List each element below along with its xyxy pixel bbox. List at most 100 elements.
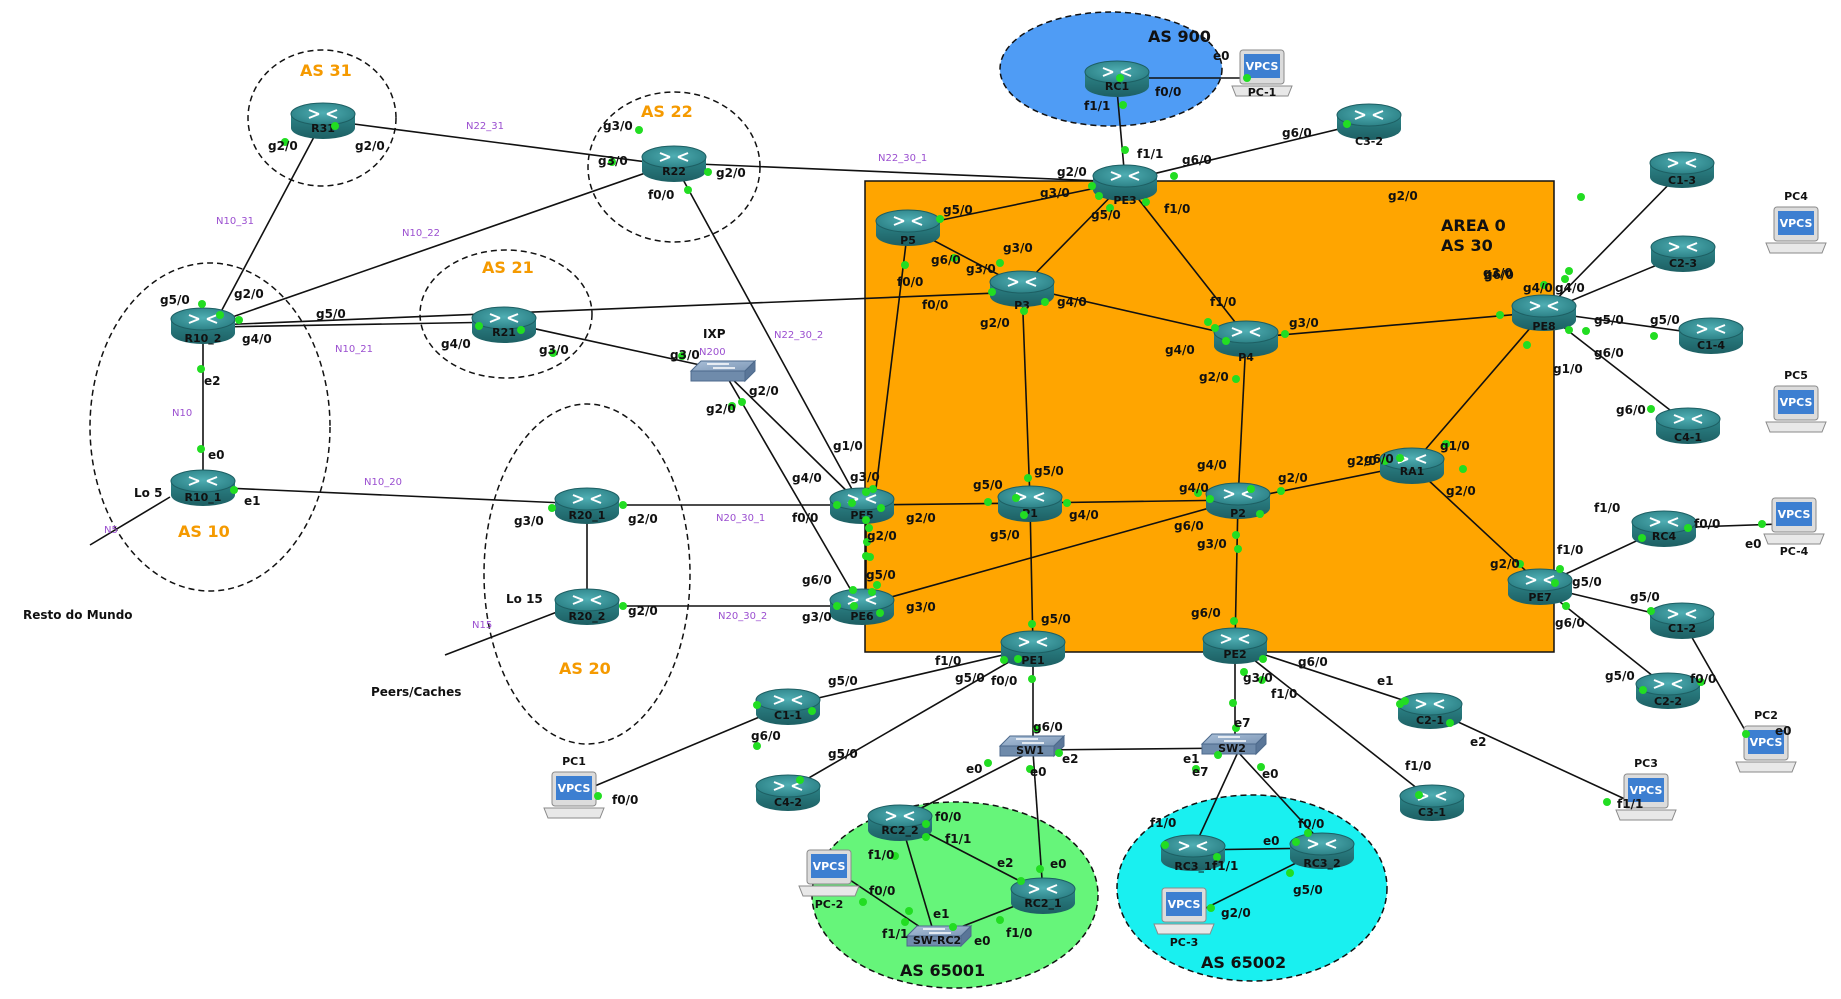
router-c4-1[interactable]: C4-1 bbox=[1655, 407, 1721, 445]
router-pe8[interactable]: PE8 bbox=[1511, 294, 1577, 333]
router-rc3_1[interactable]: RC3_1 bbox=[1160, 834, 1226, 873]
router-p4[interactable]: P4 bbox=[1213, 320, 1279, 364]
link-endpoint-dot bbox=[833, 501, 841, 509]
interface-label: g3/0 bbox=[1289, 316, 1319, 330]
link-endpoint-dot bbox=[1258, 676, 1266, 684]
router-r21[interactable]: R21 bbox=[471, 306, 537, 344]
link-endpoint-dot bbox=[1028, 620, 1036, 628]
interface-label: g3/0 bbox=[1243, 671, 1273, 685]
link-endpoint-dot bbox=[1106, 204, 1114, 212]
interface-label: e0 bbox=[1262, 767, 1279, 781]
router-r31[interactable]: R31 bbox=[290, 102, 356, 140]
interface-label: e0 bbox=[208, 448, 225, 462]
router-c4-2[interactable]: C4-2 bbox=[755, 774, 821, 812]
switch-sw-rc2[interactable]: SW-RC2 bbox=[906, 925, 972, 947]
link-endpoint-dot bbox=[216, 311, 224, 319]
router-c1-1[interactable]: C1-1 bbox=[755, 688, 821, 726]
pc-pc2-label: PC2 bbox=[1754, 709, 1778, 722]
switch-sw1[interactable]: SW1 bbox=[999, 735, 1065, 757]
router-r22[interactable]: R22 bbox=[641, 145, 707, 183]
link-endpoint-dot bbox=[1516, 560, 1524, 568]
router-r10_1[interactable]: R10_1 bbox=[170, 469, 236, 507]
link-endpoint-dot bbox=[678, 352, 686, 360]
router-pe3[interactable]: PE3 bbox=[1092, 164, 1158, 207]
interface-label: g5/0 bbox=[316, 307, 346, 321]
peers-caches-label: Peers/Caches bbox=[371, 685, 461, 699]
router-rc1[interactable]: RC1 bbox=[1084, 60, 1150, 98]
router-c1-2[interactable]: C1-2 bbox=[1649, 602, 1715, 640]
router-c3-1[interactable]: C3-1 bbox=[1399, 784, 1465, 822]
link-endpoint-dot bbox=[1540, 281, 1548, 289]
link-endpoint-dot bbox=[1095, 192, 1103, 200]
router-p5[interactable]: P5 bbox=[875, 209, 941, 247]
link-endpoint-dot bbox=[936, 215, 944, 223]
interface-label: g1/0 bbox=[1553, 362, 1583, 376]
router-c2-2[interactable]: C2-2 bbox=[1635, 672, 1701, 710]
link-p5-pe5 bbox=[873, 226, 909, 506]
router-c2-3[interactable]: C2-3 bbox=[1650, 235, 1716, 273]
router-rc4[interactable]: RC4 bbox=[1631, 510, 1697, 548]
router-p2[interactable]: P2 bbox=[1205, 482, 1271, 520]
interface-label: g5/0 bbox=[160, 293, 190, 307]
router-pe7[interactable]: PE7 bbox=[1507, 568, 1573, 606]
pc-pc2[interactable]: VPCS PC2 bbox=[1735, 709, 1797, 773]
interface-label: e7 bbox=[1192, 765, 1209, 779]
pc-vpcs-label: VPCS bbox=[813, 860, 846, 873]
switch-ixp[interactable] bbox=[690, 360, 756, 382]
router-r10_2[interactable]: R10_2 bbox=[170, 307, 236, 345]
net-n20_30_2: N20_30_2 bbox=[718, 611, 767, 622]
as65001-label: AS 65001 bbox=[900, 961, 985, 980]
link-endpoint-dot bbox=[331, 122, 339, 130]
router-pe2[interactable]: PE2 bbox=[1202, 627, 1268, 665]
router-ra1[interactable]: RA1 bbox=[1379, 447, 1445, 485]
as20-label: AS 20 bbox=[559, 659, 611, 678]
interface-label: e0 bbox=[1745, 537, 1762, 551]
router-c1-4[interactable]: C1-4 bbox=[1678, 317, 1744, 355]
interface-label: g2/0 bbox=[1057, 165, 1087, 179]
link-endpoint-dot bbox=[1259, 655, 1267, 663]
link-endpoint-dot bbox=[1033, 725, 1041, 733]
link-endpoint-dot bbox=[753, 701, 761, 709]
as31-ellipse bbox=[247, 49, 397, 187]
link-pe8-c1-3 bbox=[1543, 171, 1682, 313]
link-endpoint-dot bbox=[862, 488, 870, 496]
router-r20_1[interactable]: R20_1 bbox=[554, 487, 620, 525]
router-c2-3-label: C2-3 bbox=[1669, 257, 1697, 270]
router-rc3_2[interactable]: RC3_2 bbox=[1289, 832, 1355, 870]
interface-label: f0/0 bbox=[991, 674, 1017, 688]
as31-label: AS 31 bbox=[300, 61, 352, 80]
switch-sw2[interactable]: SW2 bbox=[1201, 733, 1267, 755]
link-endpoint-dot bbox=[1192, 765, 1200, 773]
link-endpoint-dot bbox=[281, 138, 289, 146]
link-endpoint-dot bbox=[619, 501, 627, 509]
router-pe6[interactable]: PE6 bbox=[829, 588, 895, 626]
interface-label: g4/0 bbox=[1197, 458, 1227, 472]
router-c2-1-label: C2-1 bbox=[1416, 714, 1444, 727]
router-rc2_1[interactable]: RC2_1 bbox=[1010, 877, 1076, 915]
router-c3-2[interactable]: C3-2 bbox=[1336, 103, 1402, 148]
router-p1[interactable]: P1 bbox=[997, 485, 1063, 523]
pc-vpcs-label: VPCS bbox=[1750, 736, 1783, 749]
router-r20_2-label: R20_2 bbox=[569, 610, 606, 623]
router-pe1[interactable]: PE1 bbox=[1000, 630, 1066, 668]
router-r20_2[interactable]: R20_2 bbox=[554, 588, 620, 626]
router-c2-1[interactable]: C2-1 bbox=[1397, 692, 1463, 730]
link-endpoint-dot bbox=[1121, 146, 1129, 154]
router-rc2_2[interactable]: RC2_2 bbox=[867, 804, 933, 842]
link-ixp-pe6 bbox=[722, 369, 860, 605]
link-endpoint-dot bbox=[1041, 298, 1049, 306]
link-r10_2-r21 bbox=[214, 321, 505, 328]
link-endpoint-dot bbox=[863, 538, 871, 546]
router-c1-3[interactable]: C1-3 bbox=[1649, 151, 1715, 189]
link-endpoint-dot bbox=[1119, 101, 1127, 109]
interface-label: f1/0 bbox=[1557, 543, 1583, 557]
